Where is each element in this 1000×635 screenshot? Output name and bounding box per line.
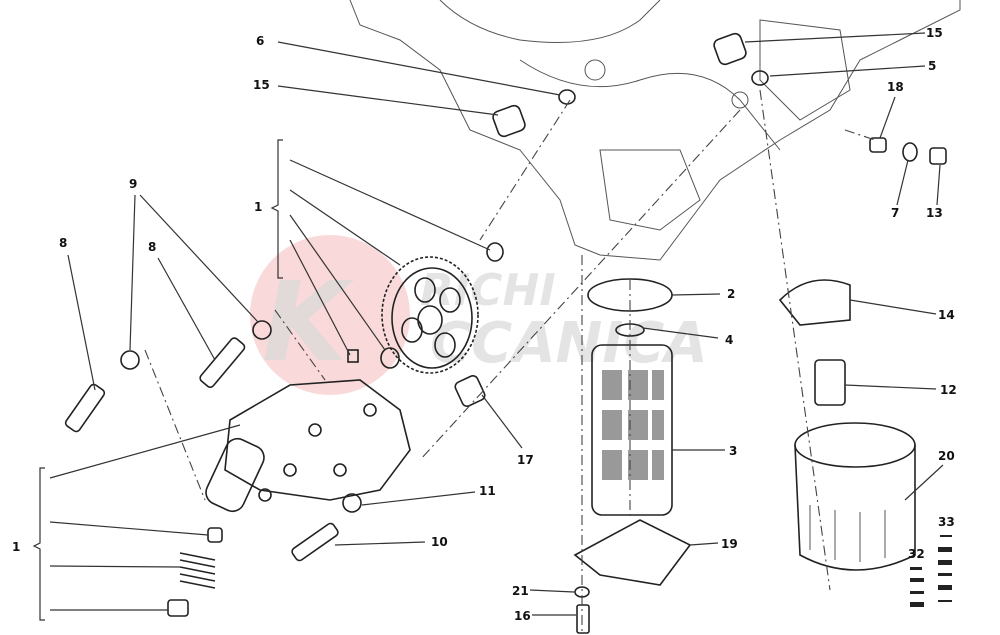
- callout-12: 12: [940, 383, 957, 397]
- oil-pump-body: [205, 379, 411, 513]
- circlip: [486, 242, 504, 262]
- callout-32: 32: [908, 547, 925, 561]
- callout-21: 21: [512, 584, 529, 598]
- callout-10: 10: [431, 535, 448, 549]
- oring-5: [751, 70, 769, 86]
- callout-8: 8: [59, 236, 67, 250]
- callout-3: 3: [729, 444, 737, 458]
- callout-17: 17: [517, 453, 534, 467]
- bolt-8-mid: [199, 337, 246, 388]
- callout-16: 16: [514, 609, 531, 623]
- filter-cartridge-3: [591, 344, 673, 516]
- callout-1: 1: [12, 540, 20, 554]
- callout-9: 9: [129, 177, 137, 191]
- bush-15-right: [713, 32, 747, 66]
- nipple-12: [814, 359, 846, 406]
- fitting-18-7-13: [869, 137, 947, 165]
- callout-11: 11: [479, 484, 496, 498]
- bush-15-left: [492, 104, 526, 138]
- callout-1: 1: [254, 200, 262, 214]
- clipped-callouts: [910, 535, 952, 607]
- cover-19: [573, 519, 692, 586]
- key: [347, 349, 359, 363]
- svg-text:CCANICA: CCANICA: [430, 311, 708, 376]
- callout-8: 8: [148, 240, 156, 254]
- callout-15: 15: [253, 78, 270, 92]
- callout-18: 18: [887, 80, 904, 94]
- oil-pump-gear: [381, 256, 479, 374]
- callout-15: 15: [926, 26, 943, 40]
- watermark-logo: K RICHI CCANICA: [250, 235, 708, 395]
- callout-19: 19: [721, 537, 738, 551]
- callout-14: 14: [938, 308, 955, 322]
- oring-6: [558, 89, 576, 105]
- callout-33: 33: [938, 515, 955, 529]
- bush-17: [454, 374, 486, 408]
- callout-20: 20: [938, 449, 955, 463]
- callout-7: 7: [891, 206, 899, 220]
- callout-5: 5: [928, 59, 936, 73]
- crankcase-housing: [349, 0, 961, 261]
- svg-text:RICHI: RICHI: [420, 265, 556, 316]
- washer-9-right: [252, 320, 272, 340]
- oil-filter-20: [794, 422, 916, 571]
- callout-4: 4: [725, 333, 733, 347]
- callout-2: 2: [727, 287, 735, 301]
- screw-16: [576, 604, 590, 634]
- bolt-8-left: [64, 383, 106, 433]
- svg-text:K: K: [262, 258, 355, 386]
- callout-13: 13: [926, 206, 943, 220]
- leader-lines: [32, 32, 944, 621]
- washer: [380, 347, 400, 369]
- callout-6: 6: [256, 34, 264, 48]
- washer-11: [342, 493, 362, 513]
- bolt-10: [291, 522, 339, 562]
- plate-14: [778, 279, 851, 326]
- pump-internals: [167, 527, 223, 617]
- washer-9-left: [120, 350, 140, 370]
